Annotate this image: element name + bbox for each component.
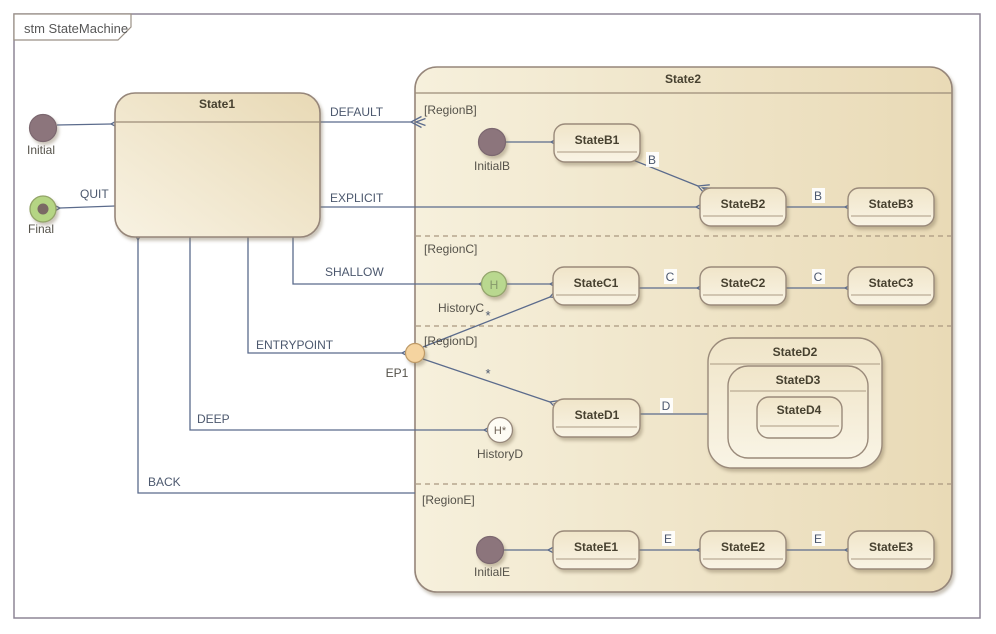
statec2-title: StateC2 (721, 276, 766, 290)
initial-node[interactable] (28, 113, 58, 143)
region-e-label: [RegionE] (422, 493, 475, 507)
transition-c2-c3-label-bg (812, 269, 825, 284)
state1-title: State1 (199, 97, 235, 111)
statee1-title: StateE1 (574, 540, 618, 554)
stated1-title: StateD1 (575, 408, 620, 422)
diagram-frame-border (13, 13, 981, 619)
transition-b1-to-b2[interactable] (632, 159, 713, 196)
transition-default-label: DEFAULT (330, 105, 384, 119)
transition-back[interactable] (131, 225, 415, 494)
statec1-title: StateC1 (574, 276, 619, 290)
historyc-node[interactable] (480, 270, 508, 298)
historyc-glyph: H (490, 278, 499, 292)
stated4-state[interactable] (756, 396, 843, 439)
transition-ep1-to-stated1[interactable] (422, 358, 565, 412)
ep1-label: EP1 (386, 366, 409, 380)
transition-c1-c2-label-bg (664, 269, 677, 284)
initialb-label: InitialB (474, 159, 510, 173)
transition-c2-c3-label: C (814, 270, 823, 284)
statee3-title: StateE3 (869, 540, 913, 554)
initiale-node[interactable] (475, 535, 505, 565)
state1-state[interactable] (114, 92, 321, 238)
transition-entrypoint-label: ENTRYPOINT (256, 338, 334, 352)
transition-c1-c2-label: C (666, 270, 675, 284)
historyd-label: HistoryD (477, 447, 523, 461)
statee2-title: StateE2 (721, 540, 765, 554)
final-label: Final (28, 222, 54, 236)
transition-ep1-to-statec1[interactable] (422, 287, 565, 348)
stated4-title: StateD4 (777, 403, 822, 417)
transition-ep1-c1-label: * (485, 308, 490, 323)
initialb-node[interactable] (477, 127, 507, 157)
transition-explicit-label: EXPLICIT (330, 191, 384, 205)
transition-d1-d4-label: D (662, 399, 671, 413)
transition-shallow[interactable] (292, 237, 494, 291)
stateb1-title: StateB1 (575, 133, 620, 147)
initiale-label: InitialE (474, 565, 510, 579)
transition-entrypoint[interactable] (247, 237, 417, 360)
region-b-label: [RegionB] (424, 103, 477, 117)
stateb3-title: StateB3 (869, 197, 914, 211)
transition-e2-e3-label: E (814, 532, 822, 546)
transition-b2-b3-label: B (814, 189, 822, 203)
transition-initial-to-state1[interactable] (56, 117, 126, 130)
transition-shallow-label: SHALLOW (325, 265, 384, 279)
transition-e1-e2-label: E (664, 532, 672, 546)
stated2-title: StateD2 (773, 345, 818, 359)
state2-title: State2 (665, 72, 701, 86)
transition-e1-e2-label-bg (662, 531, 675, 546)
historyd-node[interactable] (486, 416, 514, 444)
historyc-label: HistoryC (438, 301, 484, 315)
transition-quit[interactable] (45, 202, 116, 215)
region-d-label: [RegionD] (424, 334, 477, 348)
transition-quit-label: QUIT (80, 187, 109, 201)
historyd-glyph: H* (494, 425, 507, 437)
transition-ep1-d1-label: * (485, 366, 490, 381)
statec3-title: StateC3 (869, 276, 914, 290)
transition-b1-b2-label-bg (646, 152, 659, 167)
transition-d1-d4-label-bg (660, 398, 673, 413)
transition-deep-label: DEEP (197, 412, 230, 426)
stateb2-title: StateB2 (721, 197, 766, 211)
transition-b1-b2-label: B (648, 153, 656, 167)
transition-e2-e3-label-bg (812, 531, 825, 546)
diagram-frame-title: stm StateMachine (24, 21, 128, 36)
transition-b2-b3-label-bg (812, 188, 825, 203)
transition-back-label: BACK (148, 475, 181, 489)
diagram-frame-tab (13, 13, 132, 41)
region-c-label: [RegionC] (424, 242, 477, 256)
final-node-dot (37, 203, 49, 215)
ep1-node[interactable] (404, 342, 426, 364)
stated3-title: StateD3 (776, 373, 821, 387)
transition-deep[interactable] (189, 237, 499, 437)
initial-label: Initial (27, 143, 55, 157)
